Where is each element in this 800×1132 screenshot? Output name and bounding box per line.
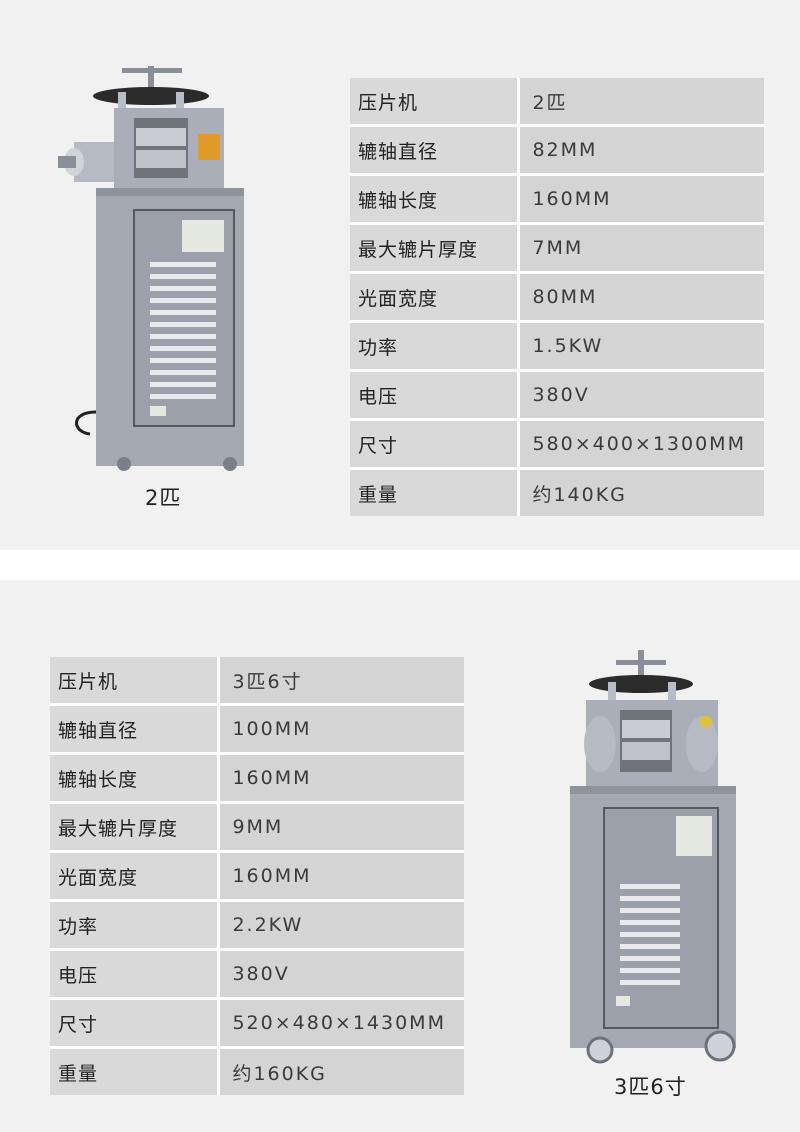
spec-label: 压片机 [350,78,521,127]
product-caption: 3匹6寸 [614,1075,687,1099]
spec-value: 380V [520,372,764,421]
product-caption: 2匹 [145,486,182,510]
spec-value: 82MM [520,127,764,176]
spec-value: 580×400×1300MM [520,421,764,470]
spec-value: 2.2KW [220,902,464,951]
spec-value: 约140KG [520,470,764,516]
spec-value: 80MM [520,274,764,323]
rolling-mill-3hp-image [570,650,736,1064]
spec-label: 重量 [50,1049,221,1095]
spec-value: 9MM [220,804,464,853]
spec-value: 160MM [520,176,764,225]
spec-value: 2匹 [520,78,764,127]
spec-value: 160MM [220,853,464,902]
table-row: 重量约140KG [350,470,764,516]
spec-value: 160MM [220,755,464,804]
spec-label: 功率 [350,323,521,372]
spec-label: 辘轴直径 [50,706,221,755]
spec-value: 约160KG [220,1049,464,1095]
spec-label: 最大辘片厚度 [50,804,221,853]
spec-label: 辘轴长度 [50,755,221,804]
spec-value: 7MM [520,225,764,274]
spec-value: 380V [220,951,464,1000]
spec-label: 电压 [50,951,221,1000]
spec-label: 最大辘片厚度 [350,225,521,274]
spec-label: 尺寸 [350,421,521,470]
spec-value: 3匹6寸 [220,657,464,706]
spec-label: 光面宽度 [50,853,221,902]
table-row: 重量约160KG [50,1049,464,1095]
spec-value: 1.5KW [520,323,764,372]
spec-label: 电压 [350,372,521,421]
spec-label: 重量 [350,470,521,516]
spec-value: 100MM [220,706,464,755]
spec-value: 520×480×1430MM [220,1000,464,1049]
spec-label: 压片机 [50,657,221,706]
rolling-mill-2hp-image [58,66,244,471]
spec-label: 尺寸 [50,1000,221,1049]
spec-label: 辘轴直径 [350,127,521,176]
spec-label: 光面宽度 [350,274,521,323]
spec-label: 功率 [50,902,221,951]
spec-label: 辘轴长度 [350,176,521,225]
section-divider [0,550,800,580]
